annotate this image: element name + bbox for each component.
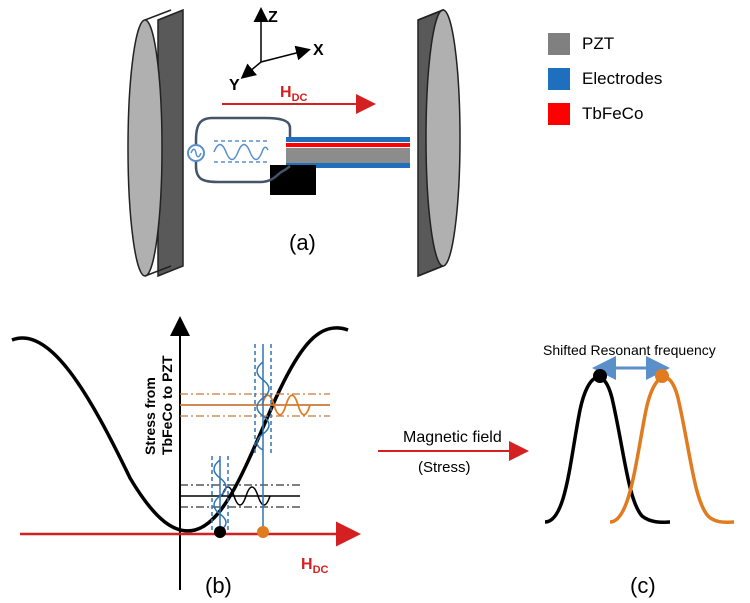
shifted-frequency-title: Shifted Resonant frequency bbox=[543, 342, 716, 358]
tbfeco-swatch bbox=[548, 102, 570, 125]
orange-bias-point bbox=[257, 526, 269, 538]
caption-b: (b) bbox=[205, 573, 232, 598]
original-peak-marker bbox=[593, 369, 607, 383]
panel-c: Shifted Resonant frequency (c) bbox=[543, 342, 735, 598]
legend-item-pzt: PZT bbox=[548, 26, 662, 61]
svg-text:Stress from: Stress from bbox=[142, 377, 158, 455]
legend-item-electrodes: Electrodes bbox=[548, 61, 662, 96]
clamp-block bbox=[270, 165, 316, 195]
pzt-swatch bbox=[548, 32, 570, 55]
hdc-arrow: HDC bbox=[222, 84, 376, 114]
shifted-peak-marker bbox=[655, 369, 669, 383]
ac-circuit bbox=[187, 116, 292, 184]
legend-label-pzt: PZT bbox=[582, 33, 615, 53]
stress-curve bbox=[11, 326, 349, 533]
axis-y-label: Y bbox=[229, 77, 240, 94]
coordinate-axes: Z X Y bbox=[229, 7, 324, 94]
caption-c: (c) bbox=[630, 573, 656, 598]
right-magnet-disk bbox=[417, 8, 461, 278]
caption-a: (a) bbox=[289, 230, 316, 255]
magnetic-field-arrow: Magnetic field (Stress) bbox=[378, 429, 529, 476]
svg-text:TbFeCo to PZT: TbFeCo to PZT bbox=[159, 355, 175, 455]
panel-a: Z X Y HDC (a) bbox=[127, 7, 461, 278]
black-bias-point bbox=[214, 526, 226, 538]
legend-item-tbfeco: TbFeCo bbox=[548, 96, 662, 131]
black-operating-point bbox=[180, 484, 300, 508]
hdc-axis-label: HDC bbox=[301, 556, 329, 576]
panel-b: HDC Stress from TbFeCo to PZT bbox=[11, 316, 361, 598]
original-resonance-peak bbox=[544, 375, 671, 524]
stress-axis-label: Stress from TbFeCo to PZT bbox=[142, 355, 175, 455]
ac-signal-wave bbox=[213, 140, 269, 163]
stress-label: (Stress) bbox=[418, 459, 471, 476]
shifted-resonance-peak bbox=[609, 375, 735, 524]
legend-label-tbfeco: TbFeCo bbox=[582, 103, 644, 123]
hdc-label: HDC bbox=[280, 84, 308, 104]
axis-x-label: X bbox=[313, 42, 324, 59]
legend-label-electrodes: Electrodes bbox=[582, 68, 663, 88]
left-magnet-disk bbox=[127, 8, 184, 278]
legend: PZT Electrodes TbFeCo bbox=[548, 26, 662, 131]
electrodes-swatch bbox=[548, 67, 570, 90]
blue-field-signals bbox=[211, 344, 272, 532]
axis-z-label: Z bbox=[268, 9, 278, 26]
orange-operating-point bbox=[180, 393, 330, 417]
magnetic-field-label: Magnetic field bbox=[403, 429, 502, 446]
cantilever-stack bbox=[270, 137, 410, 195]
